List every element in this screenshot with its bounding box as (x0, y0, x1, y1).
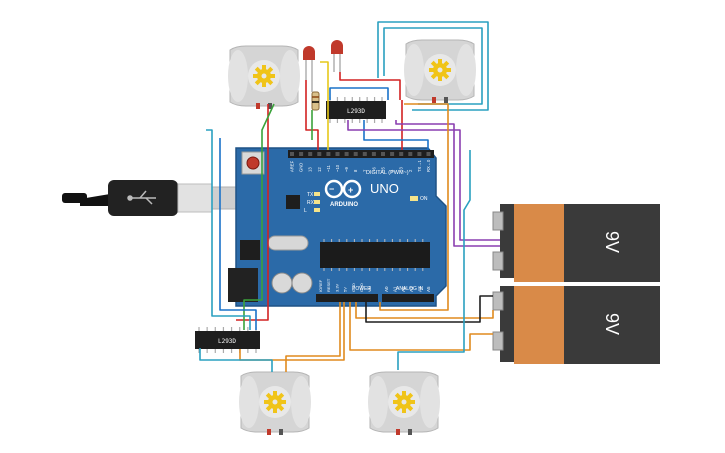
gear-icon (429, 59, 451, 81)
analog-label: ANALOG IN (396, 286, 424, 292)
digital-pin-label: ~6 (371, 167, 376, 172)
digital-pin-hole[interactable] (417, 152, 422, 156)
battery-bottom[interactable]: 9V (492, 286, 660, 364)
digital-pin-label: RX←0 (426, 159, 431, 172)
digital-pin-hole[interactable] (353, 152, 358, 156)
digital-pin-hole[interactable] (408, 152, 413, 156)
digital-pin-label: 4 (390, 169, 395, 172)
digital-pin-hole[interactable] (317, 152, 322, 156)
gear-icon (253, 65, 275, 87)
svg-text:+: + (348, 185, 353, 195)
analog-pin-label: A5 (426, 286, 431, 292)
battery-top[interactable]: 9V (492, 204, 660, 282)
digital-pin-label: ~9 (344, 167, 349, 172)
analog-pin-label: A4 (418, 286, 423, 292)
usb-cable (62, 180, 243, 216)
analog-pin-label: A2 (401, 286, 406, 292)
analog-pin-label: A0 (384, 286, 389, 292)
rx-label: RX (307, 200, 315, 206)
l-label: L (304, 208, 307, 214)
digital-pin-label: ~11 (326, 165, 331, 172)
l293d-top[interactable]: L293D (326, 97, 386, 123)
l293d-bottom-label: L293D (218, 338, 236, 345)
icsp-chip (286, 195, 300, 209)
led-icon (331, 40, 343, 54)
crystal (267, 235, 309, 251)
power-pin-label: GND (351, 283, 356, 292)
on-label: ON (420, 196, 428, 202)
led-right[interactable] (331, 40, 343, 72)
digital-pin-hole[interactable] (390, 152, 395, 156)
battery-top-label: 9V (602, 231, 622, 253)
power-pin-label: 5V (343, 287, 348, 292)
model-label: UNO (370, 181, 399, 196)
digital-header (288, 150, 434, 158)
resistor[interactable] (311, 91, 320, 111)
atmega-chip (320, 242, 430, 268)
l293d-bottom[interactable]: L293D (195, 327, 260, 353)
gear-icon (264, 391, 286, 413)
digital-pin-hole[interactable] (399, 152, 404, 156)
power-pin-label: 3.3V (334, 283, 339, 292)
power-label: POWER (352, 286, 371, 292)
digital-pin-hole[interactable] (362, 152, 367, 156)
digital-pin-hole[interactable] (371, 152, 376, 156)
arduino-board[interactable]: TX RX L ON − + ARDUINO UNO DIGITAL (PWM~… (228, 147, 447, 307)
analog-header (382, 294, 434, 302)
led-icon (303, 46, 315, 60)
digital-pin-label: ~3 (399, 167, 404, 172)
digital-pin-label: 13 (308, 167, 313, 172)
digital-pin-hole[interactable] (426, 152, 431, 156)
power-pin-label: GND (359, 283, 364, 292)
power-header (316, 294, 378, 302)
motor-top-right[interactable] (404, 39, 476, 103)
digital-pin-hole[interactable] (326, 152, 331, 156)
wires (199, 21, 500, 372)
digital-pin-hole[interactable] (299, 152, 304, 156)
analog-pin-label: A1 (392, 286, 397, 292)
power-pin-label: IOREF (318, 279, 323, 292)
motor-top-left[interactable] (228, 45, 300, 109)
led-left[interactable] (303, 46, 315, 92)
digital-pin-label: TX→1 (417, 159, 422, 172)
digital-pin-label: 7 (362, 169, 367, 172)
digital-pin-label: AREF (290, 160, 295, 172)
analog-pin-label: A3 (409, 286, 414, 292)
digital-pin-hole[interactable] (335, 152, 340, 156)
digital-pin-hole[interactable] (381, 152, 385, 156)
tx-label: TX (307, 192, 314, 198)
svg-text:−: − (329, 184, 334, 194)
digital-pin-label: ~10 (335, 164, 340, 172)
power-pin-label: RESET (326, 278, 331, 292)
motor-bottom-left[interactable] (239, 371, 311, 435)
gear-icon (393, 391, 415, 413)
brand-label: ARDUINO (330, 202, 358, 208)
digital-pin-hole[interactable] (290, 152, 294, 156)
digital-pin-label: 2 (408, 169, 413, 172)
digital-pin-hole[interactable] (308, 152, 313, 156)
digital-pin-hole[interactable] (344, 152, 349, 156)
digital-pin-label: 8 (353, 169, 358, 172)
power-pin-label: Vin (367, 286, 372, 292)
digital-pin-label: GND (299, 163, 304, 172)
power-jack (228, 268, 258, 302)
digital-pin-label: 12 (317, 167, 322, 172)
arduino-logo (324, 179, 362, 199)
l293d-top-label: L293D (347, 108, 365, 115)
digital-pin-label: ~5 (381, 167, 386, 172)
motor-bottom-right[interactable] (368, 371, 440, 435)
usb-icon (127, 190, 156, 205)
battery-bottom-label: 9V (602, 313, 622, 335)
digital-label: DIGITAL (PWM~) (366, 170, 409, 176)
